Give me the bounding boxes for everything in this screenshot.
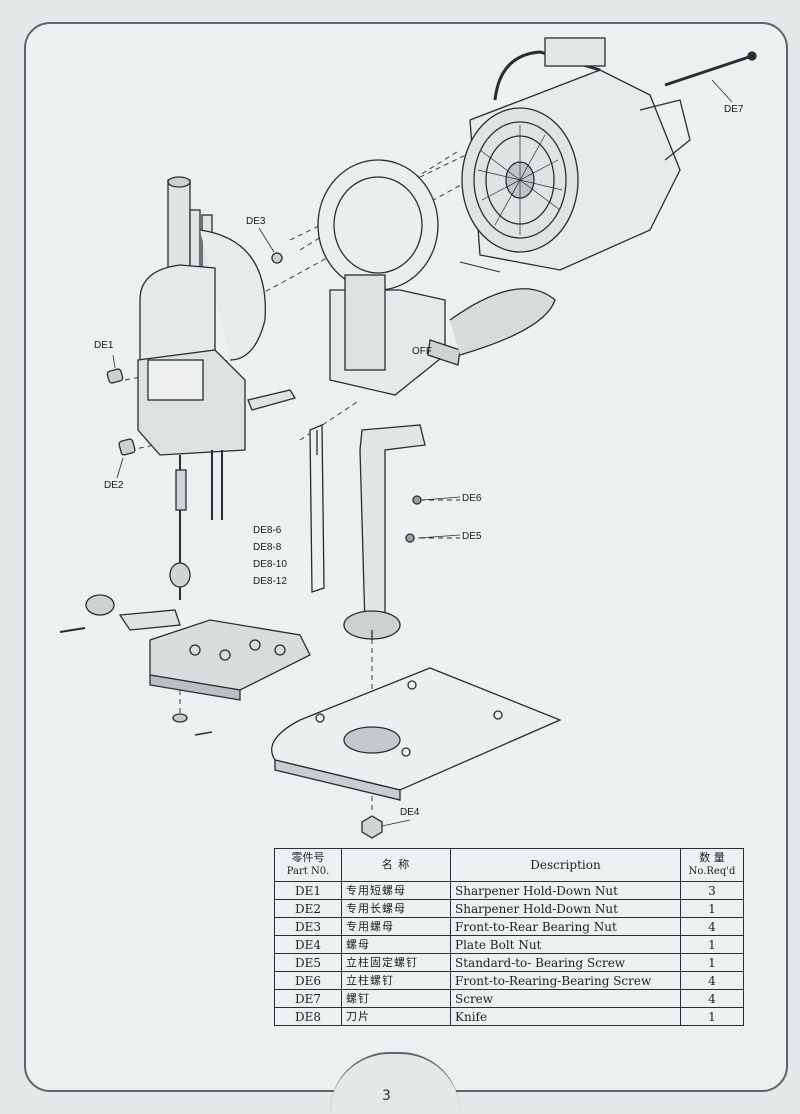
cell-qty: 1 (680, 1007, 744, 1026)
cell-qty: 3 (680, 881, 744, 900)
cell-description: Plate Bolt Nut (450, 935, 681, 954)
page-number: 3 (382, 1088, 391, 1104)
cell-qty: 1 (680, 953, 744, 972)
cell-name: 螺钉 (341, 989, 451, 1008)
cell-name: 立柱螺钉 (341, 971, 451, 990)
cell-qty: 1 (680, 935, 744, 954)
callout-de6: DE6 (462, 493, 482, 504)
knife-size-label: DE8-6 (253, 525, 282, 536)
table-row: DE3 专用螺母 Front-to-Rear Bearing Nut 4 (274, 917, 744, 936)
callout-de7: DE7 (724, 104, 744, 115)
cell-description: Standard-to- Bearing Screw (450, 953, 681, 972)
table-row: DE6 立柱螺钉 Front-to-Rearing-Bearing Screw … (274, 971, 744, 990)
cell-name: 专用长螺母 (341, 899, 451, 918)
cell-description: Sharpener Hold-Down Nut (450, 899, 681, 918)
table-row: DE5 立柱固定螺钉 Standard-to- Bearing Screw 1 (274, 953, 744, 972)
callout-de4: DE4 (400, 807, 420, 818)
callout-leaders (112, 79, 733, 827)
table-row: DE8 刀片 Knife 1 (274, 1007, 744, 1026)
cell-part: DE2 (274, 899, 342, 918)
callout-de3: DE3 (246, 216, 266, 227)
table-row: DE2 专用长螺母 Sharpener Hold-Down Nut 1 (274, 899, 744, 918)
cell-description: Front-to-Rear Bearing Nut (450, 917, 681, 936)
table-row: DE4 螺母 Plate Bolt Nut 1 (274, 935, 744, 954)
cell-qty: 4 (680, 989, 744, 1008)
header-qty: 数 量 No.Req'd (680, 848, 744, 882)
cell-description: Knife (450, 1007, 681, 1026)
cell-name: 专用短螺母 (341, 881, 451, 900)
cell-part: DE5 (274, 953, 342, 972)
cell-qty: 4 (680, 971, 744, 990)
callout-de5: DE5 (462, 531, 482, 542)
motor-assembly (459, 37, 757, 273)
base-foot (59, 594, 311, 736)
cell-name: 螺母 (341, 935, 451, 954)
header-name-cn: 名 称 (341, 848, 451, 882)
parts-table-header: 零件号 Part N0. 名 称 Description 数 量 No.Req'… (274, 848, 744, 882)
cell-description: Sharpener Hold-Down Nut (450, 881, 681, 900)
knife-size-label: DE8-12 (253, 576, 287, 587)
callout-de2: DE2 (104, 480, 124, 491)
motor-switch-label: OFF (412, 346, 432, 357)
cell-name: 立柱固定螺钉 (341, 953, 451, 972)
table-row: DE7 螺钉 Screw 4 (274, 989, 744, 1008)
knife-blade (309, 424, 325, 593)
cell-qty: 1 (680, 899, 744, 918)
upright-column (137, 176, 297, 600)
cell-part: DE3 (274, 917, 342, 936)
cell-part: DE1 (274, 881, 342, 900)
cell-part: DE8 (274, 1007, 342, 1026)
knife-size-label: DE8-10 (253, 559, 287, 570)
cell-qty: 4 (680, 917, 744, 936)
base-plate (271, 667, 562, 839)
front-cover (317, 159, 556, 396)
parts-table: 零件号 Part N0. 名 称 Description 数 量 No.Req'… (274, 848, 744, 1026)
callout-de1: DE1 (94, 340, 114, 351)
cell-part: DE6 (274, 971, 342, 990)
cell-part: DE7 (274, 989, 342, 1008)
cell-description: Front-to-Rearing-Bearing Screw (450, 971, 681, 990)
cell-name: 专用螺母 (341, 917, 451, 936)
table-row: DE1 专用短螺母 Sharpener Hold-Down Nut 3 (274, 881, 744, 900)
standard-bracket (343, 424, 426, 640)
header-part-no: 零件号 Part N0. (274, 848, 342, 882)
header-description: Description (450, 848, 681, 882)
cell-description: Screw (450, 989, 681, 1008)
small-nuts (106, 252, 283, 456)
cell-name: 刀片 (341, 1007, 451, 1026)
knife-size-label: DE8-8 (253, 542, 282, 553)
cell-part: DE4 (274, 935, 342, 954)
